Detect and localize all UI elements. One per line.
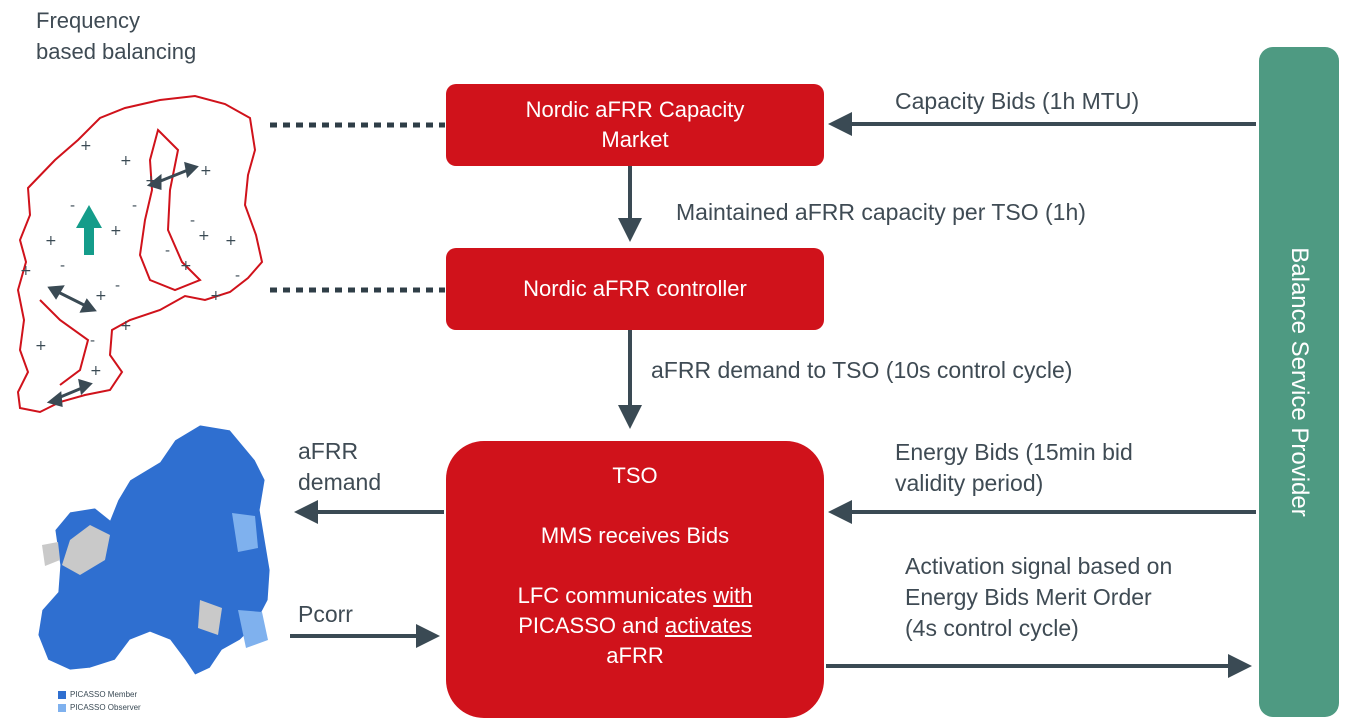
svg-text:-: - [235, 268, 240, 284]
svg-text:+: + [35, 338, 47, 354]
svg-text:+: + [95, 288, 107, 304]
afrr-demand-label: aFRR demand [298, 438, 382, 495]
observer-swatch [58, 703, 66, 712]
demand-to-tso-label: aFRR demand to TSO (10s control cycle) [651, 357, 1073, 383]
tso-with-text: with [713, 583, 753, 608]
svg-text:+: + [200, 163, 212, 179]
tso-lfc-text: LFC communicates [517, 583, 714, 608]
svg-text:+: + [225, 233, 237, 249]
svg-text:+: + [110, 223, 122, 239]
legend-observer: PICASSO Observer [58, 703, 141, 712]
svg-text:-: - [115, 278, 120, 294]
svg-text:+: + [120, 153, 132, 169]
svg-text:+: + [20, 263, 32, 279]
tso-afrr: aFRR [606, 643, 664, 668]
tso-activates-text: activates [664, 613, 752, 638]
svg-text:-: - [132, 198, 137, 214]
balance-service-provider-box: Balance Service Provider [1259, 47, 1339, 717]
tso-picasso-text: PICASSO and [518, 613, 665, 638]
legend-member: PICASSO Member [58, 690, 137, 699]
tso-lfc-line: LFC communicates with [446, 581, 824, 611]
tso-title: TSO [612, 463, 658, 488]
nordic-map: + + + + + + + + + + + + + + + - - - - - - - - [16, 94, 264, 414]
svg-text:+: + [90, 363, 102, 379]
member-swatch [58, 690, 66, 699]
provider-label: Balance Service Provider [1286, 247, 1313, 517]
svg-text:-: - [190, 213, 195, 229]
svg-text:+: + [145, 173, 157, 189]
svg-text:+: + [210, 288, 222, 304]
pcorr-label: Pcorr [298, 601, 353, 627]
controller-box: Nordic aFRR controller [446, 248, 824, 330]
maintained-capacity-label: Maintained aFRR capacity per TSO (1h) [676, 199, 1086, 225]
energy-bids-label: Energy Bids (15min bid validity period) [895, 439, 1133, 496]
svg-text:+: + [80, 138, 92, 154]
legend-observer-label: PICASSO Observer [70, 703, 141, 712]
legend-member-label: PICASSO Member [70, 690, 138, 699]
svg-text:-: - [60, 258, 65, 274]
svg-text:+: + [45, 233, 57, 249]
svg-text:+: + [120, 318, 132, 334]
svg-text:-: - [165, 243, 170, 259]
activation-signal-label: Activation signal based on Energy Bids M… [905, 553, 1173, 641]
frequency-balancing-title: Frequency based balancing [36, 8, 197, 64]
europe-map [37, 424, 271, 676]
capacity-market-box: Nordic aFRR Capacity Market [446, 84, 824, 166]
capacity-bids-label: Capacity Bids (1h MTU) [895, 88, 1140, 114]
svg-text:-: - [70, 198, 75, 214]
tso-picasso-line: PICASSO and activates [446, 611, 824, 641]
svg-text:+: + [198, 228, 210, 244]
tso-mms: MMS receives Bids [540, 523, 730, 548]
svg-text:-: - [90, 333, 95, 349]
tso-box: TSO MMS receives Bids LFC communicates w… [446, 441, 824, 718]
svg-text:+: + [180, 258, 192, 274]
